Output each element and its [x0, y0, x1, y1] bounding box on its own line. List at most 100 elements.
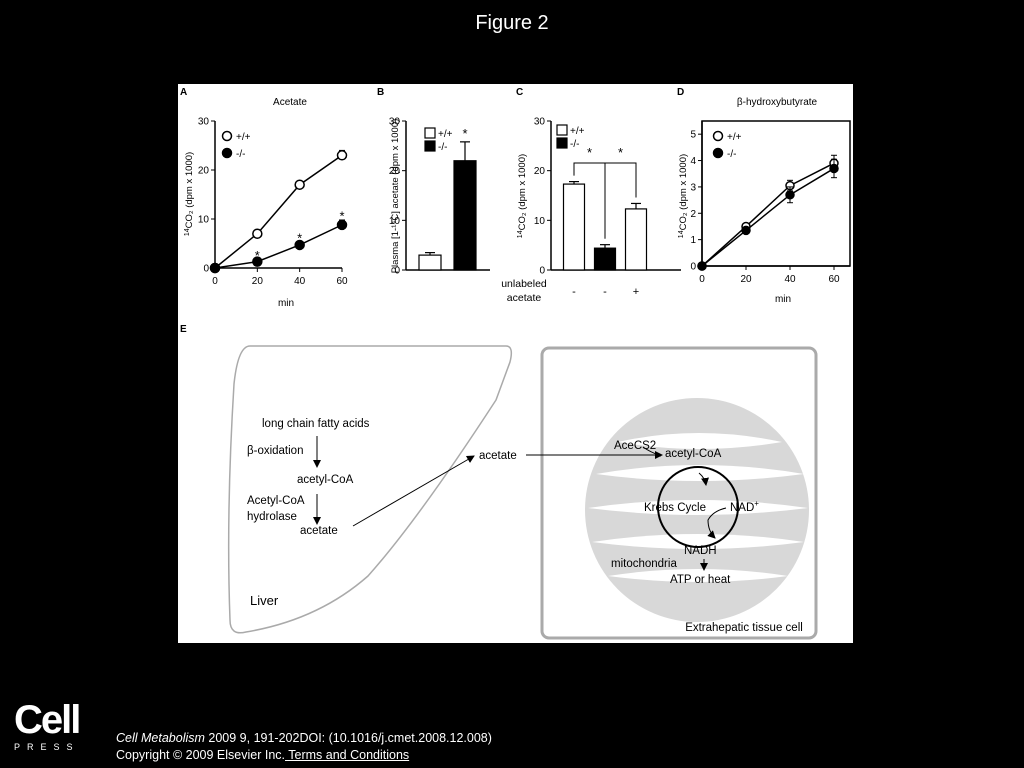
x-tick-label: 60 — [336, 276, 348, 287]
y-tick-label: 30 — [534, 117, 546, 128]
x-tick-label: 40 — [784, 274, 796, 285]
x-tick-label: 60 — [828, 274, 840, 285]
x-tick-label: 40 — [294, 276, 306, 287]
data-point — [336, 150, 348, 161]
cell-label-mitochondria: mitochondria — [611, 558, 677, 570]
data-point — [741, 225, 751, 236]
y-tick-label: 0 — [394, 266, 400, 277]
legend-label: -/- — [438, 142, 447, 153]
bar — [562, 183, 586, 271]
y-tick-label: 10 — [389, 216, 401, 227]
series-line-1 — [701, 167, 835, 267]
y-axis-label-c: 14CO₂ (dpm x 1000) — [517, 154, 528, 238]
logo-press: PRESS — [14, 742, 80, 752]
treatment-label: - — [603, 286, 607, 298]
significance-star: * — [255, 248, 260, 263]
chart-title-a: Acetate — [273, 97, 307, 108]
extrahepatic-cell-outline — [540, 346, 818, 640]
treatment-label: + — [633, 286, 639, 298]
treatment-label: - — [572, 286, 576, 298]
legend-marker — [556, 137, 568, 149]
x-axis-label-d: min — [775, 294, 791, 305]
liver-label-acetyl-coa-hydrolase-1: Acetyl-CoA — [247, 495, 305, 507]
legend-label: +/+ — [570, 126, 585, 137]
legend-label: +/+ — [727, 132, 742, 143]
series-line-1 — [214, 224, 343, 269]
y-tick-label: 3 — [690, 182, 696, 193]
citation-details: 2009 9, 191-202DOI: (10.1016/j.cmet.2008… — [204, 731, 492, 745]
y-axis-label-d: 14CO₂ (dpm x 1000) — [678, 154, 689, 238]
y-axis-label-b: Plasma [1-¹⁴C] acetate (dpm x 1000) — [390, 119, 401, 274]
chart-title-d: β-hydroxybutyrate — [737, 97, 818, 108]
x-tick-label: 20 — [252, 276, 264, 287]
y-tick-label: 0 — [539, 266, 545, 277]
x-tick-label: 0 — [699, 274, 705, 285]
y-axis-label-a: 14CO₂ (dpm x 1000) — [184, 152, 195, 236]
data-point — [252, 228, 263, 239]
pathway-arrows — [313, 436, 727, 571]
panel-label-a: A — [180, 87, 187, 98]
liver-label-beta-oxidation: β-oxidation — [247, 445, 303, 457]
y-tick-label: 20 — [534, 166, 546, 177]
legend-marker — [424, 140, 436, 152]
legend-marker — [424, 127, 436, 139]
x-label-line-2: acetate — [507, 292, 542, 304]
significance-star: * — [462, 126, 467, 141]
panel-label-d: D — [677, 87, 684, 98]
significance-star: * — [618, 145, 623, 160]
legend-label: -/- — [236, 149, 245, 160]
y-tick-label: 2 — [690, 209, 696, 220]
significance-bracket — [604, 162, 637, 239]
x-axis-label-a: min — [278, 298, 294, 309]
cell-label-acetyl-coa: acetyl-CoA — [665, 448, 722, 460]
liver-label-acetyl-coa-hydrolase-2: hydrolase — [247, 511, 297, 523]
significance-star: * — [297, 231, 302, 246]
liver-label-acetate: acetate — [300, 525, 338, 537]
terms-link[interactable]: Terms and Conditions — [285, 748, 410, 762]
legend-marker — [221, 130, 233, 142]
bar — [593, 247, 617, 271]
x-tick-label: 20 — [740, 274, 752, 285]
legend-marker — [556, 124, 568, 136]
page-title: Figure 2 — [475, 12, 549, 34]
data-point — [209, 262, 221, 274]
y-tick-label: 1 — [690, 235, 696, 246]
krebs-cycle-circle — [657, 466, 739, 548]
liver-name: Liver — [250, 593, 279, 608]
cell-label-acecs2: AceCS2 — [614, 440, 656, 452]
panel-label-c: C — [516, 87, 523, 98]
panel-label-b: B — [377, 87, 384, 98]
data-point — [829, 163, 839, 174]
y-tick-label: 10 — [534, 216, 546, 227]
cell-label-nad: NAD+ — [730, 499, 759, 514]
y-tick-label: 0 — [203, 264, 209, 275]
x-tick-label: 0 — [212, 276, 218, 287]
cell-label-krebs-cycle: Krebs Cycle — [644, 502, 706, 514]
data-point — [697, 261, 707, 271]
copyright-text: Copyright © 2009 Elsevier Inc. — [116, 748, 286, 762]
liver-outline — [227, 345, 513, 634]
cell-label-atp: ATP or heat — [670, 574, 731, 586]
y-tick-label: 20 — [198, 166, 210, 177]
bar — [418, 254, 442, 271]
legend-label: -/- — [727, 149, 736, 160]
bar — [453, 160, 477, 271]
liver-label-fatty-acids: long chain fatty acids — [262, 418, 370, 430]
y-tick-label: 5 — [690, 130, 696, 141]
series-line-0 — [701, 162, 835, 267]
y-tick-label: 20 — [389, 166, 401, 177]
legend-label: -/- — [570, 139, 579, 150]
y-tick-label: 0 — [690, 262, 696, 273]
legend-label: +/+ — [438, 129, 453, 140]
data-point — [294, 179, 305, 190]
x-label-line-1: unlabeled — [501, 278, 547, 290]
cell-press-logo: Cell PRESS — [14, 700, 84, 752]
citation: Cell Metabolism 2009 9, 191-202DOI: (10.… — [116, 731, 492, 745]
liver-label-acetyl-coa: acetyl-CoA — [297, 474, 354, 486]
data-point — [294, 239, 305, 251]
data-point — [785, 190, 795, 200]
mitochondria-icon — [585, 398, 809, 622]
cell-label-nadh: NADH — [684, 545, 717, 557]
